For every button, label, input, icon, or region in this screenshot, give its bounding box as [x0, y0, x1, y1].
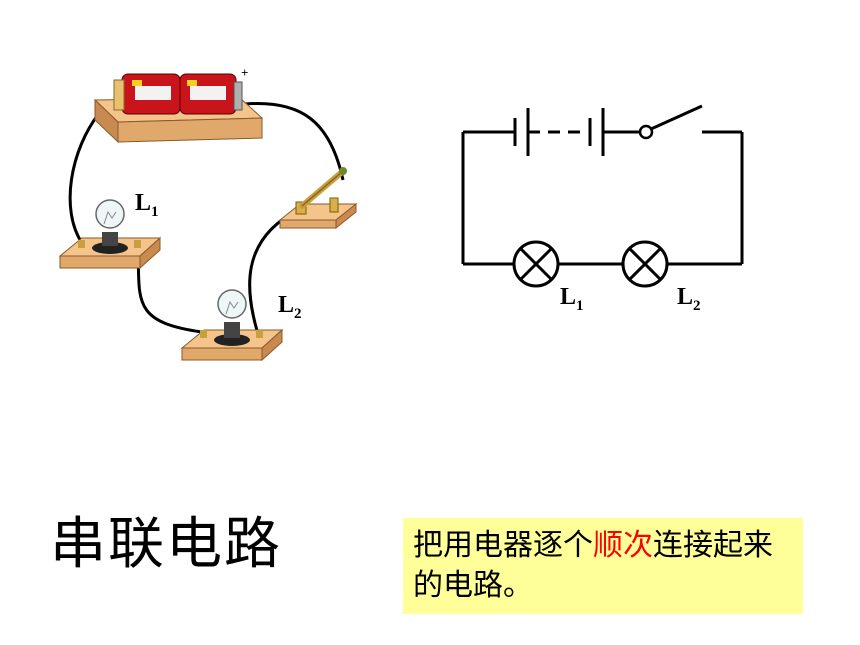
lamp-symbol-l2 — [621, 240, 669, 288]
page-title: 串联电路 — [50, 512, 282, 577]
bulb-board-l1 — [58, 199, 162, 270]
wire-battery-l1 — [68, 111, 102, 244]
battery-plus-label: + — [241, 65, 248, 80]
battery-holder: + — [93, 65, 264, 144]
battery-symbol — [513, 108, 605, 156]
bulb-board-l2 — [180, 289, 284, 362]
wire-switch-battery — [244, 102, 345, 181]
schematic-label-l1: L1 — [560, 284, 584, 314]
photo-label-l2: L2 — [278, 292, 302, 322]
definition-box: 把用电器逐个顺次连接起来的电路。 — [403, 518, 803, 614]
knife-switch — [278, 167, 358, 230]
schematic-label-l2: L2 — [677, 284, 701, 314]
photo-label-l1: L1 — [135, 190, 159, 220]
circuit-schematic — [461, 130, 744, 266]
definition-text-part1: 把用电器逐个 — [413, 528, 593, 563]
switch-symbol — [638, 104, 703, 140]
lamp-symbol-l1 — [512, 240, 560, 288]
definition-highlight: 顺次 — [593, 528, 653, 563]
definition-text-part2: 连接起来的电路。 — [413, 528, 773, 603]
